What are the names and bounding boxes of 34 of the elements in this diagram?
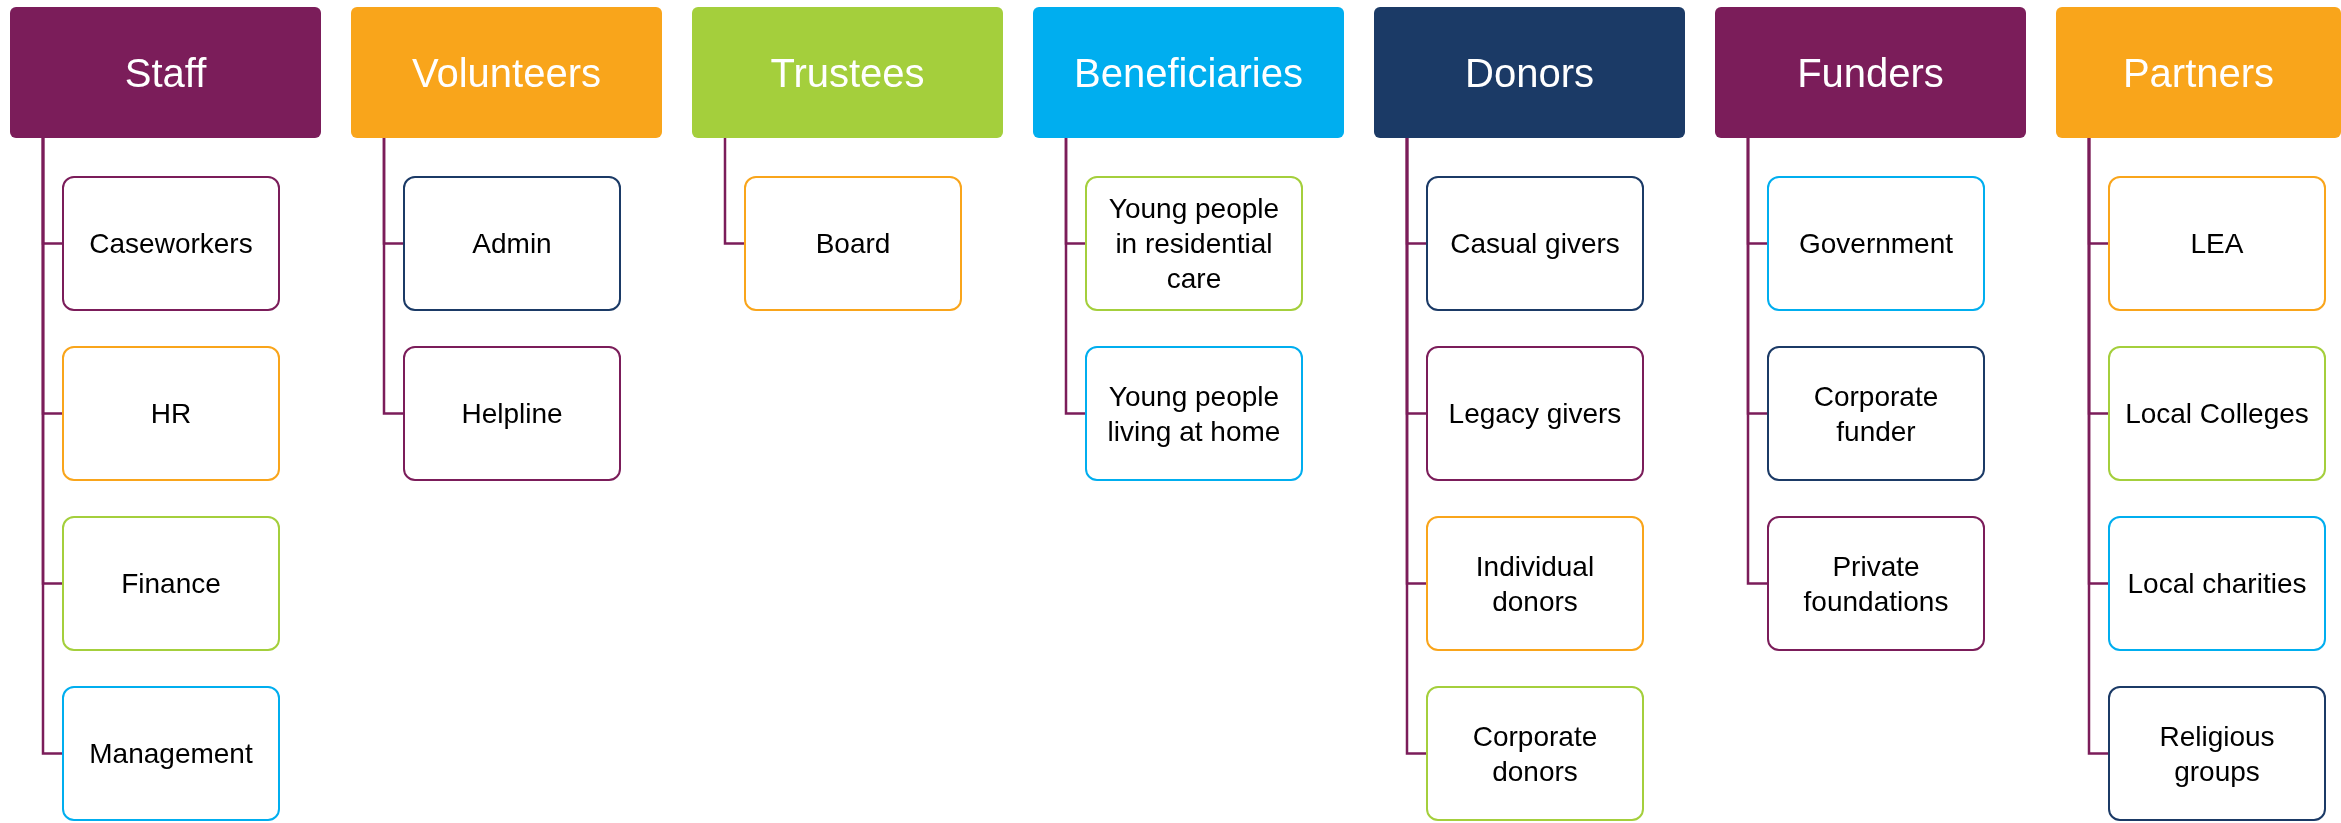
header-box: Volunteers: [351, 7, 662, 138]
category-box: HR: [62, 346, 280, 481]
header-box: Donors: [1374, 7, 1685, 138]
category-box: LEA: [2108, 176, 2326, 311]
category-box: Caseworkers: [62, 176, 280, 311]
header-box: Partners: [2056, 7, 2341, 138]
category-box: Management: [62, 686, 280, 821]
connector-line: [382, 138, 403, 415]
category-box: Local Colleges: [2108, 346, 2326, 481]
header-box: Beneficiaries: [1033, 7, 1344, 138]
header-box: Funders: [1715, 7, 2026, 138]
category-box: Admin: [403, 176, 621, 311]
category-box: Local charities: [2108, 516, 2326, 651]
connector-line: [2087, 138, 2108, 755]
connector-line: [723, 138, 744, 245]
header-box: Trustees: [692, 7, 1003, 138]
connector-line: [1405, 138, 1426, 755]
category-box: Private foundations: [1767, 516, 1985, 651]
category-box: Finance: [62, 516, 280, 651]
category-box: Individual donors: [1426, 516, 1644, 651]
connector-line: [1746, 138, 1767, 585]
category-box: Young people in residential care: [1085, 176, 1303, 311]
category-box: Corporate donors: [1426, 686, 1644, 821]
category-box: Legacy givers: [1426, 346, 1644, 481]
connector-line: [1064, 138, 1085, 415]
header-box: Staff: [10, 7, 321, 138]
connector-line: [41, 138, 62, 755]
category-box: Government: [1767, 176, 1985, 311]
category-box: Corporate funder: [1767, 346, 1985, 481]
category-box: Board: [744, 176, 962, 311]
category-box: Casual givers: [1426, 176, 1644, 311]
category-box: Helpline: [403, 346, 621, 481]
category-box: Religious groups: [2108, 686, 2326, 821]
category-box: Young people living at home: [1085, 346, 1303, 481]
